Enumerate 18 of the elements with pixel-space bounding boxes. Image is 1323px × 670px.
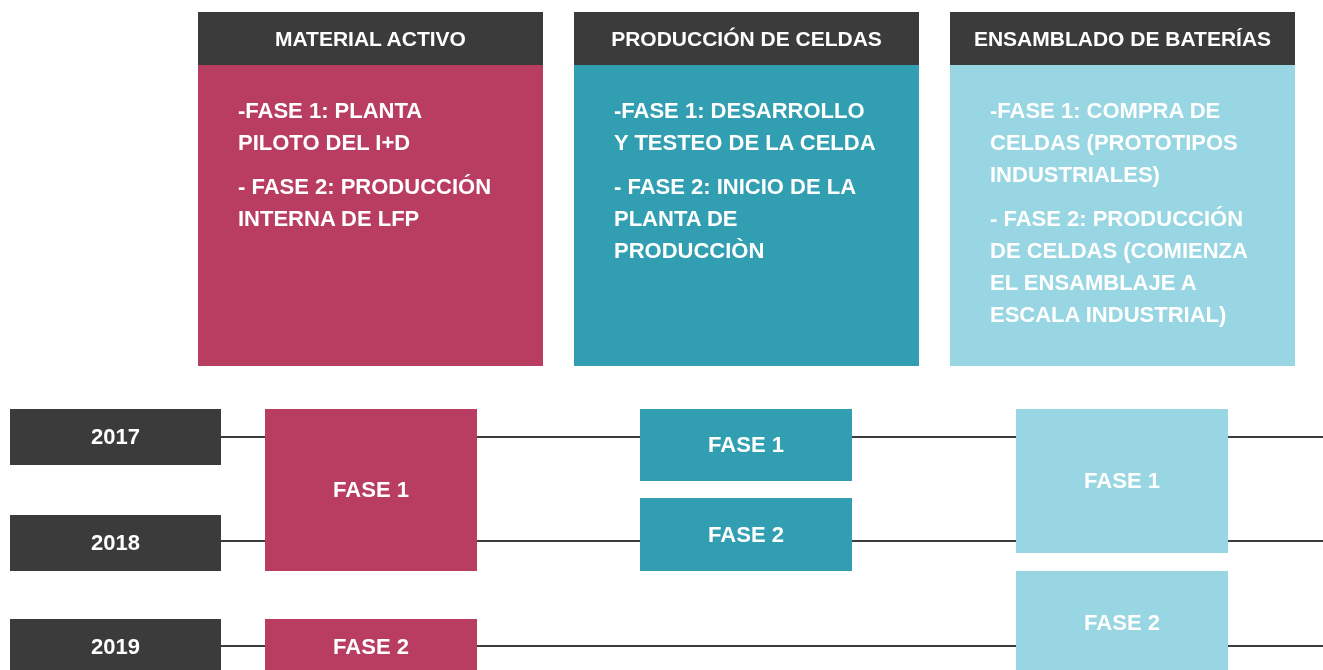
phase-bar: FASE 2 <box>1016 571 1228 670</box>
column-header: ENSAMBLADO DE BATERÍAS <box>950 12 1295 65</box>
year-tag: 2018 <box>10 515 221 571</box>
column-header: PRODUCCIÓN DE CELDAS <box>574 12 919 65</box>
phase-description: -FASE 1: COMPRA DE CELDAS (PROTOTIPOS INDUSTRIALES) <box>990 97 1239 189</box>
column-header: MATERIAL ACTIVO <box>198 12 543 65</box>
phase-description: - FASE 2: PRODUCCIÓN DE CELDAS (COMIENZA EL ENSAMBLAJE A ESCALA INDUSTRIAL) <box>990 205 1249 329</box>
phase-description: -FASE 1: PLANTA PILOTO DEL I+D <box>238 97 423 157</box>
year-tag: 2017 <box>10 409 221 465</box>
phase-bar: FASE 1 <box>640 409 852 481</box>
phase-bar: FASE 2 <box>640 498 852 571</box>
phase-bar: FASE 1 <box>265 409 477 571</box>
phase-bar: FASE 2 <box>265 619 477 670</box>
phase-description: - FASE 2: PRODUCCIÓN INTERNA DE LFP <box>238 173 493 233</box>
year-tag: 2019 <box>10 619 221 670</box>
phase-description: - FASE 2: INICIO DE LA PLANTA DE PRODUCCIÒN <box>614 173 857 265</box>
phase-description: -FASE 1: DESARROLLO Y TESTEO DE LA CELDA <box>614 97 877 157</box>
phase-bar: FASE 1 <box>1016 409 1228 553</box>
